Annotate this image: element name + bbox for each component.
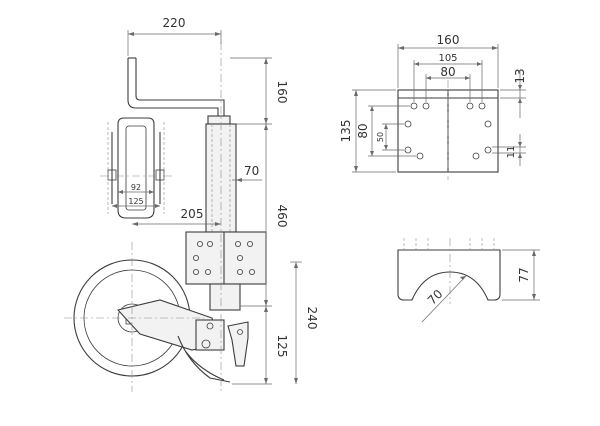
dim-label-240: 240	[305, 307, 319, 330]
dim-label-125-side: 125	[128, 197, 143, 206]
dim-label-plate-160: 160	[437, 33, 460, 47]
dim-label-220: 220	[163, 16, 186, 30]
dim-label-plate-80-v: 80	[356, 123, 370, 138]
dim-label-205: 205	[181, 207, 204, 221]
dim-label-plate-105: 105	[438, 53, 457, 64]
crank-handle	[127, 57, 225, 118]
dim-wheel-offset: 205	[132, 207, 221, 226]
lower-tube	[209, 283, 241, 311]
dim-label-plate-80-h: 80	[440, 65, 455, 79]
wheel-front-view: 92 125	[100, 117, 172, 219]
dim-label-125-bottom: 125	[275, 335, 289, 358]
dim-label-92: 92	[131, 183, 141, 192]
dim-clamp-travel: 240	[290, 261, 319, 384]
dim-label-plate-135: 135	[339, 120, 353, 143]
saddle-detail: 70 77	[397, 238, 540, 323]
dim-label-saddle-70: 70	[425, 287, 446, 308]
dim-label-plate-13: 13	[513, 68, 527, 83]
dim-crank-width: 220	[127, 16, 222, 56]
dim-label-160: 160	[275, 81, 289, 104]
jockey-wheel-side-view: 220 160 460 125 70	[64, 16, 319, 392]
dim-tube-offset: 70	[232, 164, 262, 182]
dim-label-70: 70	[244, 164, 259, 178]
dim-label-plate-50: 50	[376, 132, 385, 142]
mounting-clamp	[185, 231, 267, 285]
dim-label-460: 460	[275, 205, 289, 228]
clamp-handle	[195, 319, 249, 367]
mounting-plate-detail: 160 105 80 135 80 50	[339, 33, 527, 180]
dim-label-saddle-77: 77	[517, 267, 531, 282]
dim-label-plate-11: 11	[506, 146, 517, 159]
dim-heights: 160 460 125	[230, 57, 289, 385]
